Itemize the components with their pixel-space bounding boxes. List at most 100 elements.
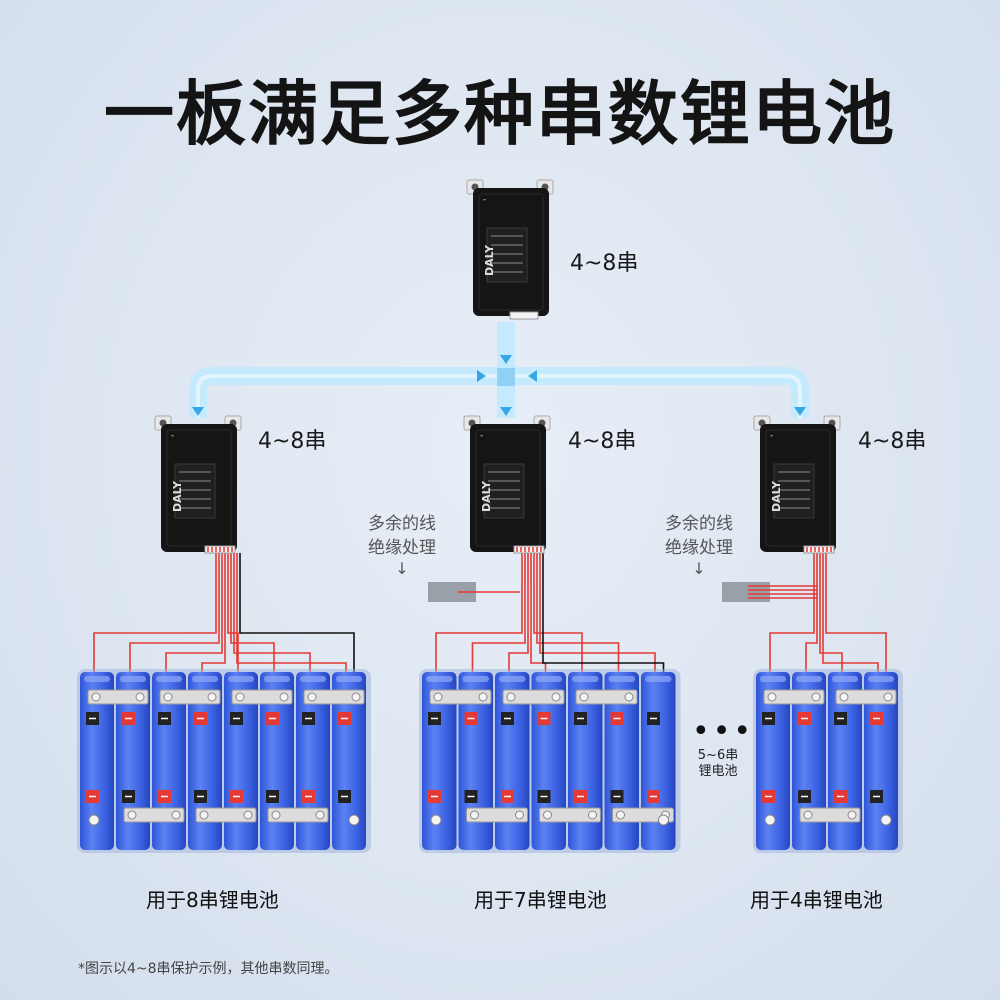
ellipsis-line-2: 锂电池 [698, 764, 738, 779]
cell-top-highlight [120, 676, 146, 682]
bms-brand-logo: DALY [770, 480, 783, 512]
bms-panel [478, 193, 544, 311]
busbar [231, 689, 293, 705]
flow-arrow-icon [500, 355, 512, 364]
cell-top-highlight [832, 676, 858, 682]
bms-range-label-middle: 4~8串 [568, 429, 637, 454]
busbar [799, 807, 861, 823]
bms-panel [166, 429, 232, 547]
cell-top-highlight [264, 676, 290, 682]
bms-board-top: DALY- [466, 179, 554, 316]
bms-range-label-left: 4~8串 [258, 429, 327, 454]
terminal-minus-label: - [171, 431, 174, 441]
flow-arrow-icon [794, 407, 806, 416]
excess-wire-note-middle: 多余的线 绝缘处理 ↓ [368, 512, 436, 578]
cell-top-highlight [84, 676, 110, 682]
terminal-minus-label: - [770, 431, 773, 441]
cell-top-highlight [499, 676, 526, 682]
note-line-2: 绝缘处理 [665, 538, 733, 558]
end-terminal [88, 814, 100, 826]
note-line-2: 绝缘处理 [368, 538, 436, 558]
bms-spec-plate [483, 463, 525, 519]
end-terminal [430, 814, 442, 826]
cell-top-highlight [156, 676, 182, 682]
bolt-icon [199, 810, 209, 820]
bolt-icon [579, 692, 589, 702]
bolt-icon [478, 692, 488, 702]
bolt-icon [91, 692, 101, 702]
busbar [267, 807, 329, 823]
bms-spec-plate [486, 227, 528, 283]
busbar [303, 689, 365, 705]
bolt-icon [171, 810, 181, 820]
bolt-icon [127, 810, 137, 820]
busbar [502, 689, 565, 705]
down-arrow-icon: ↓ [395, 559, 409, 578]
cell-top-highlight [645, 676, 672, 682]
ellipsis-dots: ••• [692, 714, 755, 749]
busbar [835, 689, 897, 705]
flow-junction [497, 368, 515, 386]
excess-wire-note-right: 多余的线 绝缘处理 ↓ [665, 512, 733, 578]
cell-top-highlight [192, 676, 218, 682]
bolt-icon [767, 692, 777, 702]
battery-pack-7s [419, 669, 681, 853]
bms-panel [475, 429, 541, 547]
flow-arrow-icon [192, 407, 204, 416]
bms-panel [765, 429, 831, 547]
caption-8s: 用于8串锂电池 [146, 888, 279, 912]
footnote: *图示以4~8串保护示例，其他串数同理。 [78, 961, 339, 977]
page-title: 一板满足多种串数锂电池 [104, 73, 896, 155]
cell-top-highlight [608, 676, 635, 682]
flow-arrow-icon [477, 370, 486, 382]
bolt-icon [839, 692, 849, 702]
bolt-icon [624, 692, 634, 702]
busbar [763, 689, 825, 705]
busbar [539, 807, 601, 823]
bolt-icon [470, 810, 479, 820]
battery-pack-4s [753, 669, 903, 853]
cell-top-highlight [336, 676, 362, 682]
bolt-icon [543, 810, 552, 820]
cell-top-highlight [462, 676, 489, 682]
bolt-icon [163, 692, 173, 702]
end-terminal [764, 814, 776, 826]
caption-4s: 用于4串锂电池 [750, 888, 883, 912]
cell-top-highlight [760, 676, 786, 682]
bolt-icon [551, 692, 561, 702]
bms-range-label-right: 4~8串 [858, 429, 927, 454]
battery-pack-8s [77, 669, 371, 853]
bolt-icon [351, 692, 361, 702]
insulation-block [722, 582, 770, 602]
insulation-block [428, 582, 476, 602]
bolt-icon [271, 810, 281, 820]
down-arrow-icon: ↓ [692, 559, 706, 578]
busbar [466, 807, 528, 823]
bms-board-right: DALY - [753, 415, 841, 554]
bms-board-middle: DALY- [463, 415, 551, 554]
battery-cell [641, 672, 676, 850]
busbar [159, 689, 221, 705]
bolt-icon [207, 692, 217, 702]
bolt-icon [433, 692, 443, 702]
bolt-icon [235, 692, 245, 702]
bolt-icon [847, 810, 857, 820]
bolt-icon [803, 810, 813, 820]
bolt-icon [883, 692, 893, 702]
note-line-1: 多余的线 [368, 514, 436, 534]
busbar [87, 689, 149, 705]
busbar [123, 807, 185, 823]
bms-spec-plate [174, 463, 216, 519]
end-terminal [348, 814, 360, 826]
bolt-icon [135, 692, 145, 702]
bms-range-label-top: 4~8串 [570, 251, 639, 276]
end-terminal [658, 814, 669, 826]
bolt-icon [506, 692, 516, 702]
flow-arrow-icon [528, 370, 537, 382]
bolt-icon [616, 810, 625, 820]
cell-top-highlight [868, 676, 894, 682]
bms-spec-plate [773, 463, 815, 519]
ellipsis-label: 5~6串 锂电池 [688, 748, 748, 780]
top-board-port [509, 311, 539, 320]
